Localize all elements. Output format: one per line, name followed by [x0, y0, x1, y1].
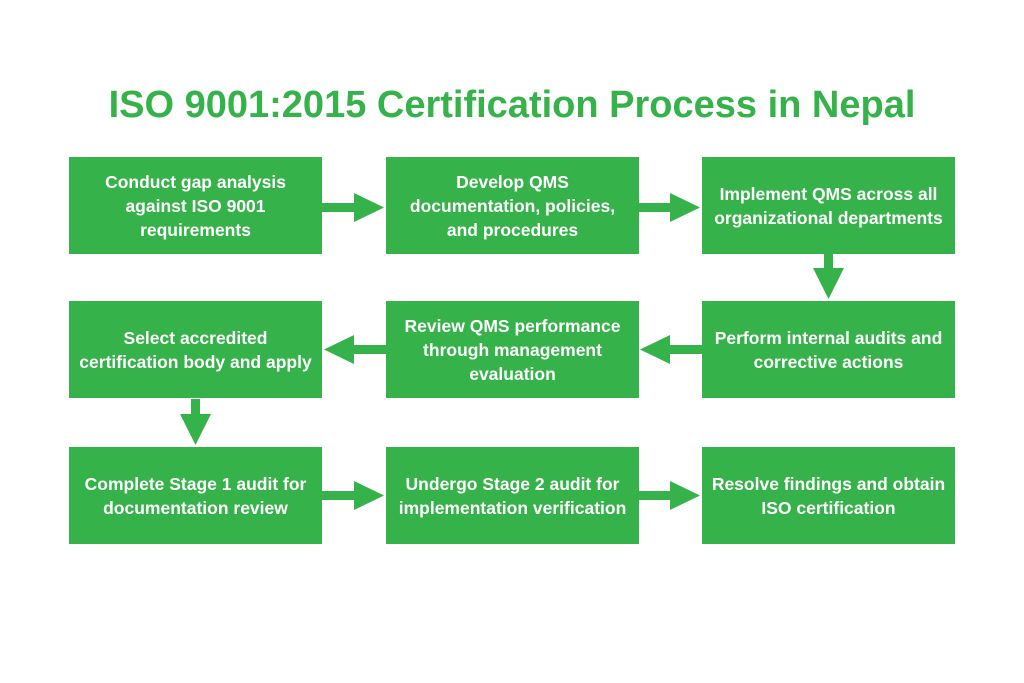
step-label: Implement QMS across all organizational … [714, 183, 943, 228]
step-select-certification-body: Select accredited certification body and… [69, 301, 322, 398]
step-label: Develop QMS documentation, policies, and… [409, 171, 616, 240]
step-obtain-certification: Resolve findings and obtain ISO certific… [702, 447, 955, 544]
step-develop-documentation: Develop QMS documentation, policies, and… [386, 157, 639, 254]
step-label: Complete Stage 1 audit for documentation… [84, 473, 307, 518]
step-internal-audits: Perform internal audits and corrective a… [702, 301, 955, 398]
step-implement-qms: Implement QMS across all organizational … [702, 157, 955, 254]
arrow-right-8-9 [638, 481, 700, 510]
step-management-review: Review QMS performance through managemen… [386, 301, 639, 398]
step-stage1-audit: Complete Stage 1 audit for documentation… [69, 447, 322, 544]
step-label: Perform internal audits and corrective a… [714, 327, 943, 372]
step-label: Review QMS performance through managemen… [404, 315, 621, 384]
step-label: Resolve findings and obtain ISO certific… [711, 473, 946, 518]
arrow-right-1-2 [322, 193, 384, 222]
arrow-right-7-8 [322, 481, 384, 510]
step-stage2-audit: Undergo Stage 2 audit for implementation… [386, 447, 639, 544]
arrow-right-2-3 [638, 193, 700, 222]
diagram-title: ISO 9001:2015 Certification Process in N… [108, 84, 916, 126]
arrow-down-6-7 [180, 399, 211, 445]
step-label: Undergo Stage 2 audit for implementation… [398, 473, 627, 518]
step-label: Conduct gap analysis against ISO 9001 re… [105, 171, 286, 240]
step-label: Select accredited certification body and… [79, 327, 312, 372]
arrow-left-5-6 [324, 335, 386, 364]
step-gap-analysis: Conduct gap analysis against ISO 9001 re… [69, 157, 322, 254]
arrow-left-4-5 [640, 335, 702, 364]
arrow-down-3-4 [813, 254, 844, 299]
